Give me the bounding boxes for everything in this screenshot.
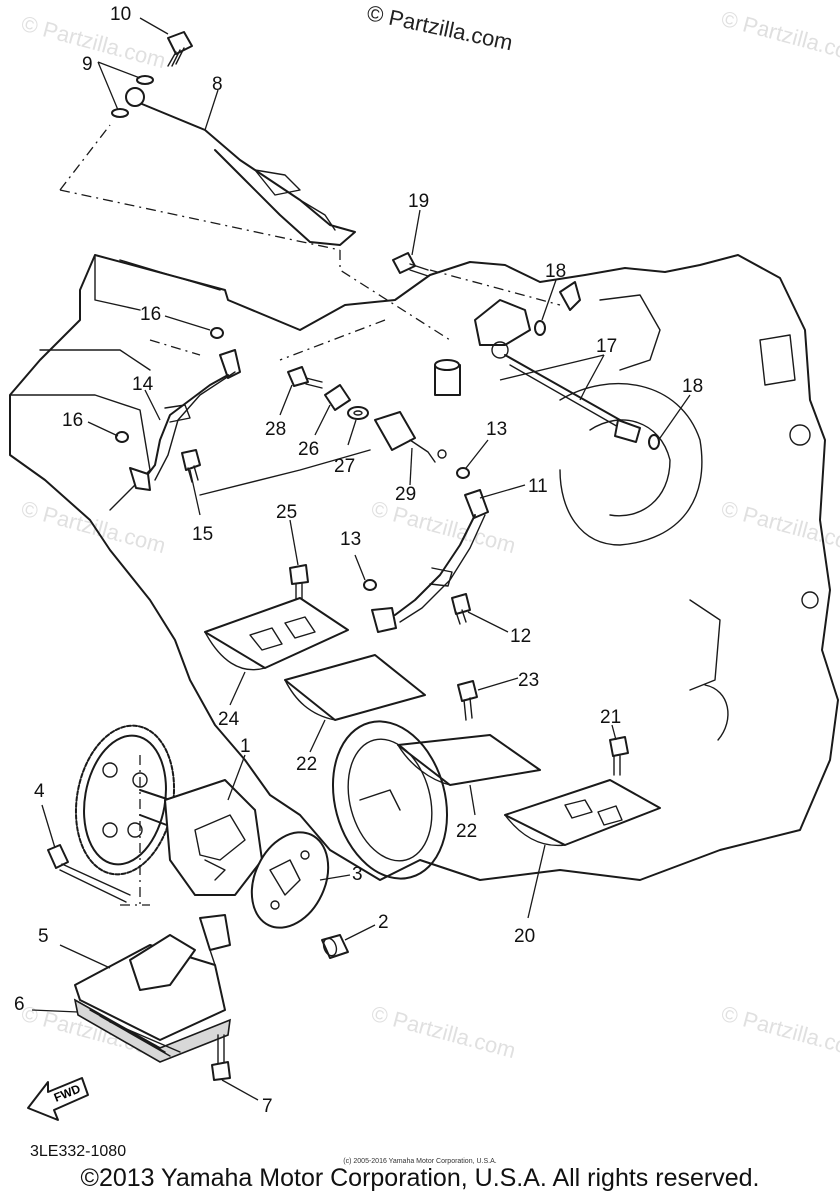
callout-15: 15: [192, 524, 213, 545]
part-21-bolt: [609, 736, 629, 776]
part-26-plate: [324, 384, 351, 411]
part-28-bolt: [287, 366, 323, 389]
callout-24: 24: [218, 709, 240, 730]
callout-9: 9: [82, 54, 93, 75]
callout-26: 26: [298, 439, 319, 460]
part-22-baffle: [284, 654, 426, 721]
callout-5: 5: [38, 926, 49, 947]
callout-8: 8: [212, 74, 223, 95]
crankcase-outline: [9, 254, 839, 881]
watermark: © Partzilla.com: [719, 1001, 840, 1064]
callout-16: 16: [140, 304, 161, 325]
small-copyright-notice: (c) 2005-2016 Yamaha Motor Corporation, …: [343, 1158, 497, 1165]
callout-6: 6: [14, 994, 25, 1015]
part-24-baffle: [204, 597, 349, 671]
part-16-o-rings: [115, 327, 224, 443]
callout-25: 25: [276, 502, 297, 523]
callout-18: 18: [545, 261, 566, 282]
watermark-layer: © Partzilla.com © Partzilla.com © Partzi…: [19, 6, 840, 1064]
part-10-bolt: [167, 31, 193, 67]
part-18-o-rings: [534, 320, 660, 450]
callout-13: 13: [486, 419, 507, 440]
diagram-part-code: 3LE332-1080: [30, 1143, 127, 1160]
callout-numbers: 10 9 8 19 18 17 18 16 16 14 15 28 26 27 …: [14, 4, 703, 1117]
callout-13: 13: [340, 529, 361, 550]
part-27-washer: [347, 406, 369, 420]
clutch-housing-ring: [331, 720, 449, 880]
callout-27: 27: [334, 456, 355, 477]
assembly-centerlines: [59, 124, 561, 906]
footer-copyright: ©2013 Yamaha Motor Corporation, U.S.A. A…: [80, 1164, 760, 1192]
callout-4: 4: [34, 781, 45, 802]
dowel-sleeve: [434, 359, 461, 396]
part-23-bolt: [457, 680, 478, 721]
part-19-bolt: [392, 252, 429, 277]
callout-7: 7: [262, 1096, 273, 1117]
part-6-strainer-screen: [73, 998, 231, 1063]
callout-21: 21: [600, 707, 621, 728]
part-15-bolt: [181, 449, 201, 483]
part-1-oil-pump: [74, 724, 263, 896]
callout-22: 22: [296, 754, 317, 775]
watermark: © Partzilla.com: [369, 1001, 519, 1064]
callout-1: 1: [240, 736, 251, 757]
callout-29: 29: [395, 484, 416, 505]
callout-22: 22: [456, 821, 477, 842]
watermark: © Partzilla.com: [19, 11, 169, 74]
callout-20: 20: [514, 926, 535, 947]
callout-3: 3: [352, 864, 363, 885]
fwd-arrow-icon: FWD: [27, 1077, 89, 1121]
part-3-pump-cover: [250, 831, 330, 929]
callout-10: 10: [110, 4, 131, 25]
callout-17: 17: [596, 336, 617, 357]
part-25-bolt: [289, 564, 309, 601]
callout-12: 12: [510, 626, 531, 647]
part-9-washers: [111, 75, 154, 118]
part-12-bolt: [451, 593, 471, 625]
callout-28: 28: [265, 419, 286, 440]
part-29-shaft: [374, 411, 447, 463]
watermark: © Partzilla.com: [719, 6, 840, 69]
callout-11: 11: [528, 476, 548, 497]
part-2-dowel-pin: [321, 934, 349, 959]
part-7-bolt: [211, 1034, 231, 1081]
callout-23: 23: [518, 670, 539, 691]
part-4-bolt: [47, 844, 131, 903]
part-20-baffle: [504, 779, 661, 847]
watermark: © Partzilla.com: [369, 496, 519, 559]
callout-2: 2: [378, 912, 389, 933]
callout-16: 16: [62, 410, 83, 431]
callout-18: 18: [682, 376, 703, 397]
leader-lines: [31, 17, 691, 1101]
part-5-oil-strainer: [74, 914, 231, 1041]
part-17-oil-pipe: [474, 281, 641, 443]
callout-19: 19: [408, 191, 429, 212]
part-13-o-rings: [363, 467, 470, 591]
part-14-oil-pipe: [129, 349, 241, 491]
callout-14: 14: [132, 374, 154, 395]
part-8-oil-pipe: [125, 87, 356, 246]
